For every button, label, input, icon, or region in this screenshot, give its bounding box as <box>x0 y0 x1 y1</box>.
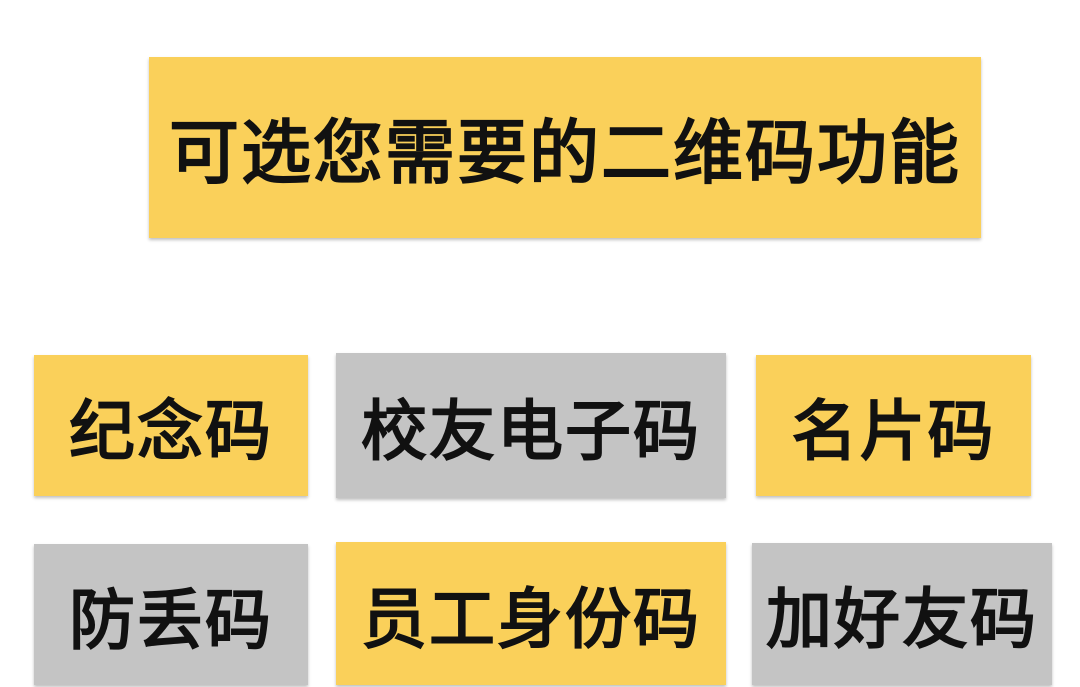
option-alumni-electronic-code[interactable]: 校友电子码 <box>336 353 726 498</box>
option-employee-id-code[interactable]: 员工身份码 <box>336 542 726 685</box>
option-add-friend-code[interactable]: 加好友码 <box>752 543 1052 685</box>
option-anti-loss-code[interactable]: 防丢码 <box>34 544 308 685</box>
option-business-card-code[interactable]: 名片码 <box>756 355 1031 496</box>
option-souvenir-code[interactable]: 纪念码 <box>34 355 308 496</box>
page-title: 可选您需要的二维码功能 <box>149 57 981 238</box>
